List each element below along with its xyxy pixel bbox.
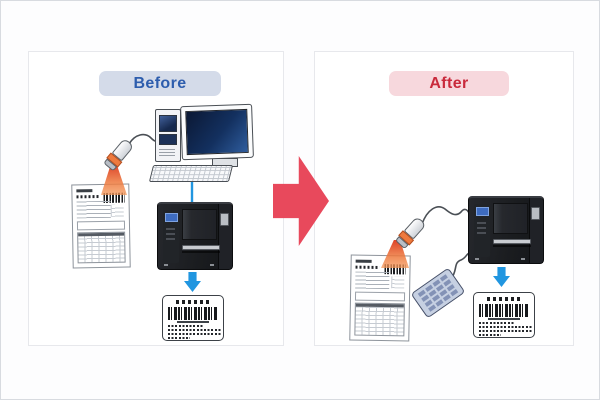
source-document-icon	[71, 183, 131, 269]
monitor-screen	[185, 108, 249, 156]
printer-slot-shadow	[182, 251, 220, 253]
keypad-keys	[417, 289, 426, 298]
document-box	[76, 220, 126, 231]
printer-side-window	[531, 207, 540, 220]
after-badge: After	[389, 71, 509, 96]
document-text-row	[355, 265, 380, 269]
printer-side-window	[220, 213, 229, 226]
barcode-scanner-icon	[394, 215, 428, 250]
printer-foot	[521, 258, 525, 260]
document-form-fields	[76, 200, 111, 219]
printer-media-slot	[493, 239, 531, 244]
printer-foot	[210, 264, 214, 266]
label-text-row	[168, 332, 221, 335]
label-printer-icon	[157, 202, 233, 270]
barcode-scanner-icon	[102, 137, 135, 173]
label-barcode	[479, 304, 529, 317]
document-text-row	[76, 195, 101, 199]
after-panel: After	[314, 51, 574, 346]
tower-drive-bay	[159, 115, 177, 132]
printer-door	[493, 203, 528, 234]
document-form-boxes	[110, 204, 124, 217]
document-title-bar	[76, 189, 93, 193]
keyboard-icon	[148, 165, 234, 182]
printer-foot	[475, 258, 479, 260]
label-text-row	[168, 328, 221, 331]
before-panel: Before	[28, 51, 284, 346]
label-text-row	[168, 336, 190, 339]
label-text-row	[479, 321, 514, 324]
document-form-fields	[355, 271, 390, 290]
monitor-icon	[180, 103, 254, 161]
label-title-dots	[487, 297, 521, 301]
document-table	[77, 231, 126, 264]
scanner-cable	[128, 133, 158, 145]
numeric-keypad-icon	[410, 267, 466, 319]
printer-buttons	[166, 227, 175, 240]
printer-buttons	[477, 221, 486, 234]
label-barcode-caption	[488, 318, 520, 320]
printed-barcode-label-icon	[473, 292, 535, 338]
label-printer-icon	[468, 196, 544, 264]
printer-display	[475, 207, 489, 216]
tower-vents	[159, 148, 175, 156]
document-title-bar	[355, 259, 372, 263]
printer-control-panel	[474, 204, 490, 257]
printer-display	[164, 213, 178, 222]
printed-barcode-label-icon	[162, 295, 224, 341]
document-form-boxes	[391, 276, 405, 289]
pc-tower-icon	[155, 109, 181, 162]
scanner-cable	[421, 206, 470, 225]
label-barcode	[168, 307, 218, 320]
printer-slot-shadow	[493, 245, 531, 247]
down-arrow-icon	[493, 267, 510, 287]
label-barcode-caption	[177, 321, 209, 323]
printer-door	[182, 209, 217, 240]
printer-foot	[164, 264, 168, 266]
label-title-dots	[176, 300, 210, 304]
document-table	[354, 302, 405, 337]
label-text-row	[479, 325, 532, 328]
document-box	[354, 291, 406, 302]
printer-control-panel	[163, 210, 179, 263]
down-arrow-icon	[184, 272, 201, 292]
before-badge: Before	[99, 71, 221, 96]
tower-drive-bay	[159, 134, 177, 145]
printer-media-slot	[182, 245, 220, 250]
label-text-row	[168, 324, 203, 327]
label-text-row	[479, 333, 501, 336]
label-text-row	[479, 329, 532, 332]
